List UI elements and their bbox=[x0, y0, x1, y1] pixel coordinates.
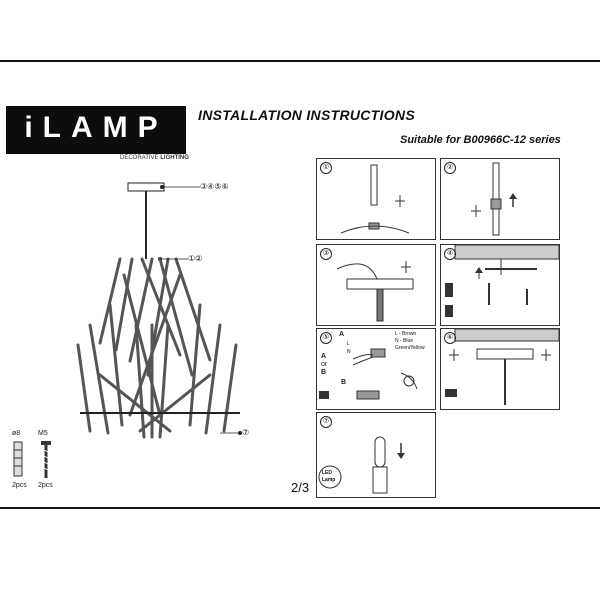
screw-icon bbox=[41, 441, 51, 478]
step-5-illustration bbox=[319, 348, 418, 400]
chandelier-drawing bbox=[76, 182, 242, 439]
step-panel-2: ② bbox=[440, 158, 560, 240]
callout-bottom: ⑦ bbox=[242, 428, 250, 437]
option-a-side-label: A bbox=[321, 353, 327, 360]
step-panel-4: ④ bbox=[440, 244, 560, 326]
option-b-label: B bbox=[341, 379, 347, 386]
logo-tagline: DECORATIVE LIGHTING bbox=[120, 155, 189, 161]
option-b-side-label: B bbox=[321, 369, 327, 376]
lamp-label-lamp: Lamp bbox=[322, 477, 336, 483]
step-number: ⑦ bbox=[320, 416, 332, 428]
rod-cluster bbox=[76, 257, 238, 439]
step-4-illustration bbox=[445, 244, 560, 317]
suitable-for: Suitable for B00966C-12 series bbox=[400, 134, 561, 146]
step-6-illustration bbox=[445, 328, 560, 405]
step-number: ③ bbox=[320, 248, 332, 260]
or-label: or bbox=[321, 361, 328, 368]
step-7-illustration bbox=[318, 436, 405, 494]
step-panel-7: ⑦ LED Lamp bbox=[316, 412, 436, 498]
step-3-illustration bbox=[336, 261, 414, 322]
lamp-label-led: LED bbox=[322, 470, 332, 476]
fixing-screw-size: M5 bbox=[38, 430, 48, 437]
wire-l-label: L bbox=[347, 341, 350, 347]
step-number: ① bbox=[320, 162, 332, 174]
fixing-screw-qty: 2pcs bbox=[38, 482, 53, 489]
step-panel-6: ⑥ bbox=[440, 328, 560, 410]
step-number: ④ bbox=[444, 248, 456, 260]
callout-canopy: ③④⑤⑥ bbox=[200, 182, 229, 191]
wall-anchor-icon bbox=[13, 441, 23, 477]
page-number: 2/3 bbox=[291, 480, 310, 495]
logo-text: iLAMP bbox=[24, 111, 168, 144]
top-rule bbox=[0, 60, 600, 62]
page-title: INSTALLATION INSTRUCTIONS bbox=[198, 107, 415, 123]
wire-ground: Green/Yellow bbox=[395, 345, 425, 351]
step-number: ⑤ bbox=[320, 332, 332, 344]
fixing-anchor-qty: 2pcs bbox=[12, 482, 27, 489]
wire-blue: N - Blue bbox=[395, 338, 414, 344]
wire-n-label: N bbox=[347, 349, 351, 355]
option-a-label: A bbox=[339, 331, 345, 338]
wire-brown: L - Brown bbox=[395, 331, 417, 337]
bottom-rule bbox=[0, 507, 600, 509]
step-number: ⑥ bbox=[444, 332, 456, 344]
brand-logo: iLAMP bbox=[6, 106, 186, 154]
callout-mount: ①② bbox=[188, 254, 203, 263]
step-number: ② bbox=[444, 162, 456, 174]
step-panel-5: ⑤ A A or B B L - Brown N - Blue Green/Ye… bbox=[316, 328, 436, 410]
step-2-illustration bbox=[471, 162, 517, 236]
step-1-illustration bbox=[340, 164, 410, 234]
step-panel-3: ③ bbox=[316, 244, 436, 326]
fixing-anchor-size: ø8 bbox=[12, 430, 21, 437]
step-panel-1: ① bbox=[316, 158, 436, 240]
